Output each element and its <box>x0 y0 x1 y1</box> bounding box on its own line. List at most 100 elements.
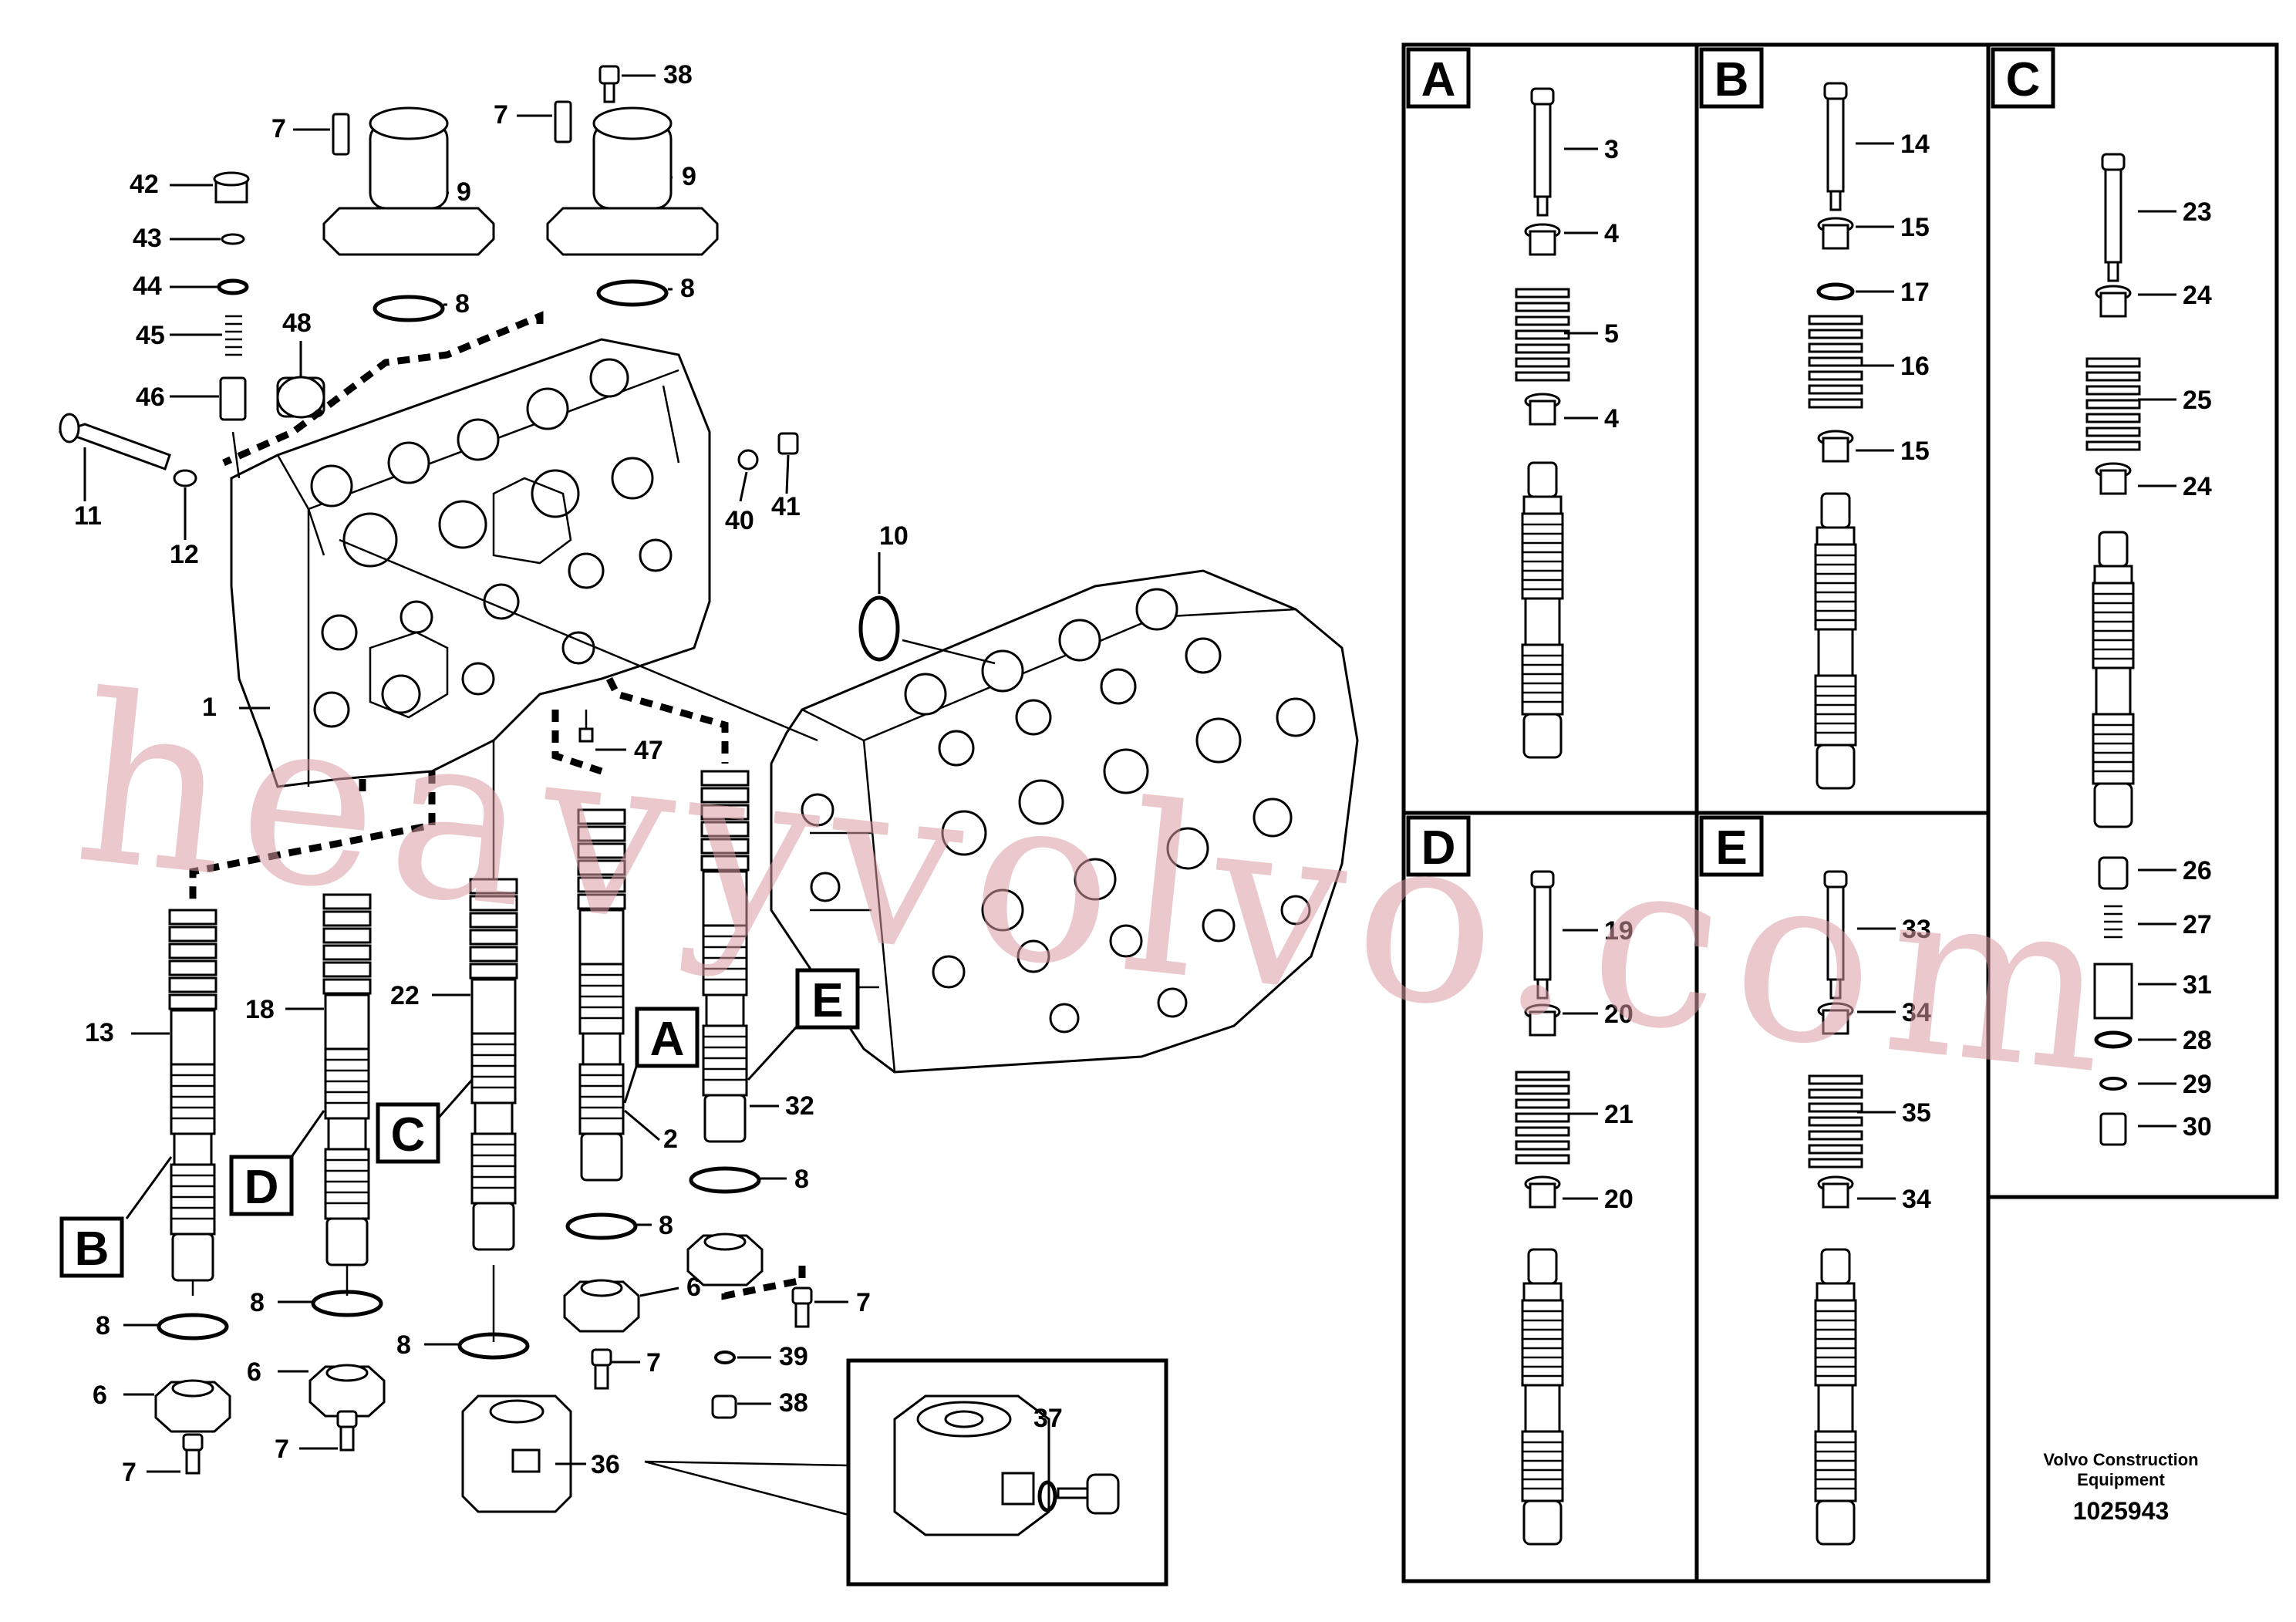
detail-boxes <box>1401 42 2279 1583</box>
tie-bolt-11 <box>58 413 171 470</box>
plug-stack-42-46 <box>213 171 250 479</box>
callout-7: 7 <box>494 100 508 130</box>
callout-box_A_parts-4: 4 <box>1604 404 1619 433</box>
valve-body-large <box>770 569 1359 1074</box>
callout-6: 6 <box>686 1273 701 1302</box>
spool-18 <box>322 893 372 1266</box>
box-label-c: C <box>2006 53 2041 106</box>
box-label-a-frame <box>1406 47 1471 109</box>
box-label-e-frame <box>1699 815 1764 877</box>
callout-40: 40 <box>725 506 754 535</box>
callout-41: 41 <box>771 492 801 521</box>
solenoid-valve-left <box>322 106 495 256</box>
callout-42: 42 <box>130 170 159 199</box>
valve-body-small <box>230 338 711 788</box>
o-ring-8-a <box>568 1215 636 1238</box>
callout-45: 45 <box>136 321 165 350</box>
callout-39: 39 <box>779 1342 808 1371</box>
callout-box_D_parts-20: 20 <box>1604 1000 1633 1029</box>
callout-11: 11 <box>74 501 102 531</box>
plug-48 <box>276 376 325 419</box>
view-ref-d-frame <box>229 1155 294 1216</box>
callout-10: 10 <box>879 521 909 551</box>
callout-7: 7 <box>122 1458 137 1487</box>
callout-box_B_parts-14: 14 <box>1900 130 1930 159</box>
callout-7: 7 <box>856 1288 871 1317</box>
box-e-frame <box>1694 811 1991 1583</box>
callout-22: 22 <box>390 981 420 1010</box>
solenoid-valve-right <box>546 106 719 256</box>
plug-38 <box>711 1394 737 1419</box>
callout-box_C_parts-30: 30 <box>2183 1112 2212 1141</box>
dashed-lead-a <box>551 710 603 775</box>
screw-38-top <box>598 65 620 103</box>
callout-46: 46 <box>136 383 165 412</box>
screw-7-top-left <box>332 113 350 156</box>
callout-9: 9 <box>682 162 696 191</box>
callout-box_B_parts-15: 15 <box>1900 213 1930 242</box>
callout-box_C_parts-31: 31 <box>2183 970 2212 1000</box>
inset-detail-36 <box>846 1358 1168 1587</box>
callout-box_A_parts-4: 4 <box>1604 219 1619 248</box>
callout-8: 8 <box>396 1330 411 1360</box>
callout-38: 38 <box>663 60 693 89</box>
view-ref-c-frame <box>376 1102 440 1164</box>
box-label-b: B <box>1714 53 1749 106</box>
callout-8: 8 <box>250 1288 265 1317</box>
callout-36: 36 <box>591 1450 620 1479</box>
callout-8: 8 <box>455 289 470 319</box>
box-label-b-frame <box>1699 47 1764 109</box>
view-ref-a: A <box>650 1013 685 1066</box>
callout-8: 8 <box>659 1211 673 1240</box>
callout-box_D_parts-20: 20 <box>1604 1185 1633 1214</box>
cap-6-b <box>154 1379 231 1433</box>
box-label-c-frame <box>1991 47 2055 109</box>
cap-6-d <box>308 1364 386 1418</box>
callout-box_C_parts-23: 23 <box>2183 197 2212 227</box>
dashed-lead-e <box>605 676 729 764</box>
view-ref-b-frame <box>59 1216 124 1278</box>
view-ref-a-frame <box>635 1007 700 1068</box>
callout-box_D_parts-21: 21 <box>1604 1100 1633 1129</box>
callout-8: 8 <box>794 1165 809 1194</box>
callout-box_A_parts-3: 3 <box>1604 135 1619 164</box>
o-ring-8-top-right <box>598 282 666 305</box>
callout-1: 1 <box>202 693 217 722</box>
credit-line-2: Equipment <box>2077 1470 2165 1489</box>
bolt-7-a <box>591 1348 612 1390</box>
callout-box_C_parts-27: 27 <box>2183 910 2212 939</box>
bolt-7-b <box>182 1433 204 1475</box>
callout-7: 7 <box>646 1348 661 1378</box>
dashed-lead-b <box>189 771 436 902</box>
view-ref-e: E <box>811 974 843 1027</box>
box-b-parts <box>1808 82 1863 790</box>
callout-6: 6 <box>93 1381 107 1410</box>
screw-7-top-right <box>554 100 572 143</box>
o-ring-8-top-left <box>375 297 443 320</box>
credit-line-1: Volvo Construction <box>2043 1450 2198 1469</box>
box-c-frame <box>1986 42 2279 1199</box>
box-c-parts <box>2085 153 2141 1146</box>
callout-6: 6 <box>247 1357 261 1387</box>
callout-38: 38 <box>779 1388 808 1418</box>
callout-box_C_parts-29: 29 <box>2183 1070 2212 1099</box>
callout-32: 32 <box>785 1091 814 1121</box>
washer-39 <box>714 1351 736 1364</box>
callout-8: 8 <box>96 1311 110 1340</box>
callout-12: 12 <box>170 540 199 569</box>
callout-box_E_parts-34: 34 <box>1902 1185 1931 1214</box>
callout-box_C_parts-25: 25 <box>2183 386 2212 415</box>
callout-box_B_parts-15: 15 <box>1900 437 1930 466</box>
main-exploded-view <box>58 65 1359 1587</box>
callout-13: 13 <box>85 1018 114 1047</box>
cap-6-a <box>563 1279 640 1333</box>
callout-48: 48 <box>282 309 312 338</box>
view-ref-c: C <box>391 1108 426 1162</box>
tie-rod-line <box>339 538 818 742</box>
plug-40-41 <box>737 432 799 470</box>
callout-box_E_parts-33: 33 <box>1902 915 1931 944</box>
view-ref-e-frame <box>795 968 860 1030</box>
callout-8: 8 <box>680 274 695 303</box>
